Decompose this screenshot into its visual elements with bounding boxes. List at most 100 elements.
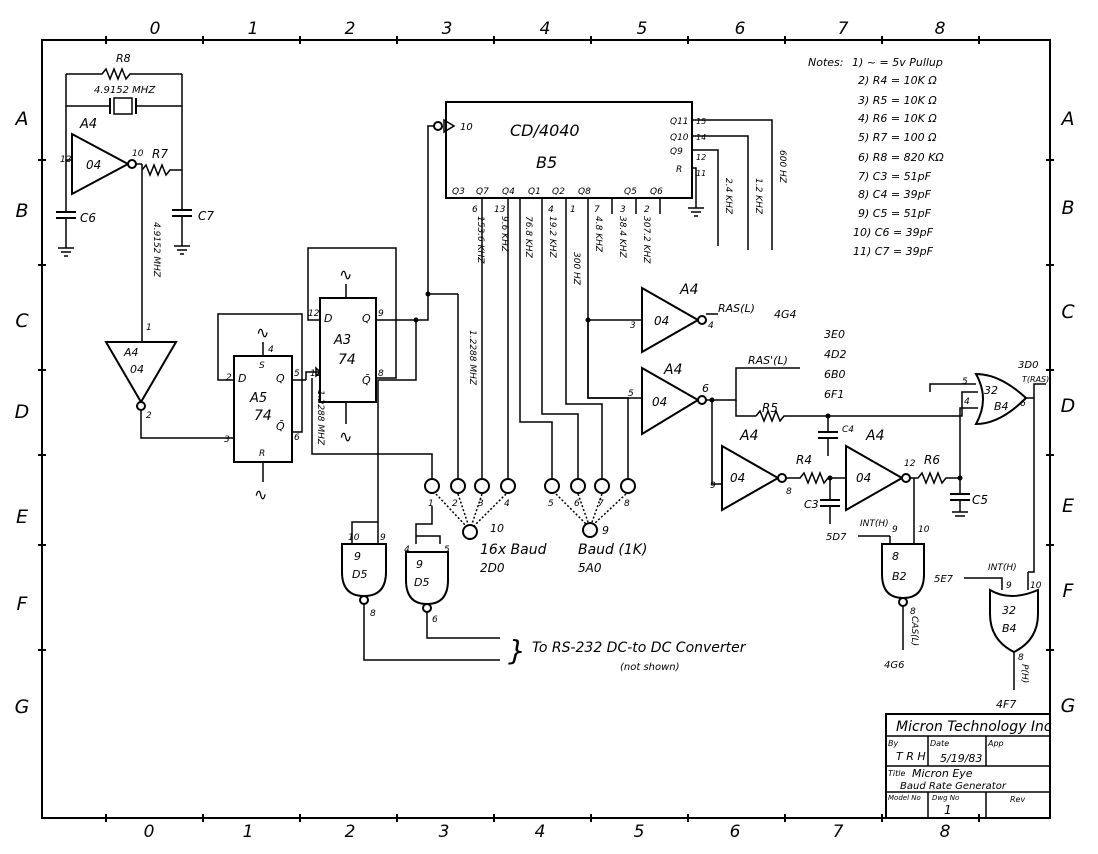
row-label: D <box>1061 395 1076 417</box>
counter-bottom-pin-num: 4 <box>548 205 554 215</box>
ff-a3-part: 74 <box>338 352 356 368</box>
d5b-pin6: 6 <box>432 615 438 625</box>
b2-out-signal: CAS(L) <box>909 616 919 646</box>
col-label: 2 <box>345 19 356 39</box>
or-top-pin6: 6 <box>1020 399 1026 409</box>
a4-9-gate-label: 04 <box>730 471 745 485</box>
title-by-label: By <box>888 739 898 748</box>
counter-pin-q9: Q9 <box>670 147 683 157</box>
d5b-ref: 9 <box>416 558 423 571</box>
switch-pin: 2 <box>452 499 458 509</box>
switch-pad[interactable] <box>474 478 490 494</box>
switch-pad[interactable] <box>500 478 516 494</box>
switch-pad[interactable] <box>570 478 586 494</box>
counter-pin-q11: Q11 <box>670 117 689 127</box>
row-label: G <box>15 696 30 718</box>
counter-pin-num: 12 <box>696 153 706 162</box>
rs232-sub: (not shown) <box>620 662 680 673</box>
title-dwg-value: 1 <box>944 803 952 817</box>
ras2-ref: 3E0 <box>824 328 845 341</box>
ff-a5-d: D <box>238 372 246 385</box>
nand-b2: 5D7 INT(H) 9 10 8 B2 8 CAS(L) 4G6 <box>826 519 930 671</box>
switch-common[interactable] <box>462 524 478 540</box>
counter-body <box>445 101 693 199</box>
flipflop-a5: D Q Q̄ S R A5 74 2 3 4 5 6 ∿ ∿ <box>217 313 306 504</box>
counter-bottom-pin: Q2 <box>552 187 565 197</box>
inverter-ras2-gate <box>641 366 700 436</box>
col-label: 7 <box>833 822 844 842</box>
switch-baud: 5 6 7 8 9 Baud (1K) 5A0 <box>544 478 647 575</box>
note-item: 5) R7 = 100 Ω <box>858 131 937 144</box>
title-line1: Micron Eye <box>912 767 973 780</box>
row-labels-left: A B C D E F G <box>14 108 30 718</box>
ff-a3-ref: A3 <box>333 333 351 348</box>
sheet-border <box>38 36 1054 822</box>
osc-gate-label: 04 <box>86 158 101 172</box>
row-label: D <box>15 401 30 423</box>
counter-freq: 76.8 KHZ <box>523 216 533 259</box>
or-bot-out-signal: P(H) <box>1019 664 1029 683</box>
or-gate-bottom-body <box>989 588 1039 654</box>
resistor-r8 <box>66 66 182 82</box>
rs232-label: To RS-232 DC-to DC Converter <box>532 640 747 656</box>
ras-pin-out: 4 <box>708 321 714 331</box>
counter-pin-num: 14 <box>696 133 706 142</box>
switch-pad[interactable] <box>620 478 636 494</box>
ff-a3-q: Q <box>362 312 371 325</box>
row-label: F <box>1063 580 1075 602</box>
ras-a4-ref: A4 <box>679 282 698 298</box>
bottom-ticks <box>105 814 980 822</box>
ras2-pin-out: 6 <box>702 382 709 395</box>
buffer-gate-label: 04 <box>130 363 144 376</box>
notes-block: Notes: 1) ~ = 5v Pullup 2) R4 = 10K Ω 3)… <box>808 56 944 258</box>
inverter-ras-prime: A4 04 5 6 RAS'(L) 3E0 4D2 6B0 6F1 <box>587 320 846 436</box>
ras2-signal: RAS'(L) <box>748 354 788 367</box>
switch-pin: 7 <box>598 499 604 509</box>
switch-pad[interactable] <box>424 478 440 494</box>
ff-a5-pin3: 3 <box>224 435 230 445</box>
ff-a5-part: 74 <box>254 408 272 424</box>
counter-freq: 4.8 KHZ <box>593 216 603 253</box>
row-label: F <box>17 593 29 615</box>
switch-pad[interactable] <box>544 478 560 494</box>
switch-pin: 6 <box>574 499 580 509</box>
or-gate-bottom: 5E7 INT(H) 9 10 32 B4 8 P(H) 4F7 <box>934 563 1042 711</box>
b2-out-ref: 4G6 <box>884 660 904 671</box>
ff-a5-s: S <box>259 361 265 371</box>
counter-pin-num: 11 <box>696 169 706 178</box>
col-label: 3 <box>439 822 450 842</box>
ff-a3-pin9: 9 <box>378 309 384 319</box>
d5b-chip: D5 <box>414 576 429 589</box>
row-label: B <box>15 200 28 222</box>
d5b-pin4: 4 <box>404 545 410 555</box>
c3-label: C3 <box>804 498 819 511</box>
switch-pad[interactable] <box>594 478 610 494</box>
switch-pin: 5 <box>548 499 554 509</box>
ff-a3-d: D <box>324 312 332 325</box>
rc-delay-chain: R5 C4 A4 04 9 8 R4 C3 A4 04 12 R6 C5 <box>710 391 988 536</box>
switch-pad[interactable] <box>450 478 466 494</box>
b2-pin10: 10 <box>918 525 930 535</box>
inverter-ras: A4 04 3 4 RAS(L) 4G4 <box>630 282 797 354</box>
or-bot-src: 5E7 <box>934 574 954 585</box>
ras2-gate-label: 04 <box>652 395 667 409</box>
buffer-gate <box>104 341 178 404</box>
switch-common[interactable] <box>582 522 598 538</box>
or-top-out-ref: 3D0 <box>1018 360 1038 371</box>
or-top-pin5: 5 <box>962 377 968 387</box>
row-label: G <box>1061 695 1076 717</box>
or-top-out-signal: T(RAS) <box>1022 375 1049 384</box>
counter-freq-q10: 1.2 KHZ <box>753 178 763 215</box>
title-rev-label: Rev <box>1010 795 1025 804</box>
or-top-ref: 32 <box>984 384 998 397</box>
counter-freq: 153.6 KHZ <box>475 216 485 264</box>
d5a-pin10: 10 <box>348 533 360 543</box>
inverter-a4-9 <box>721 444 781 512</box>
or-bot-pin10: 10 <box>1030 581 1042 591</box>
switch-pin: 8 <box>624 499 630 509</box>
title-app-label: App <box>987 739 1004 748</box>
or-gate-top: 32 B4 5 4 6 3D0 T(RAS) <box>929 360 1049 573</box>
switch-16x-baud: 1 2 3 4 10 16x Baud 2D0 <box>424 478 547 575</box>
counter-bottom-pin: Q6 <box>650 187 663 197</box>
